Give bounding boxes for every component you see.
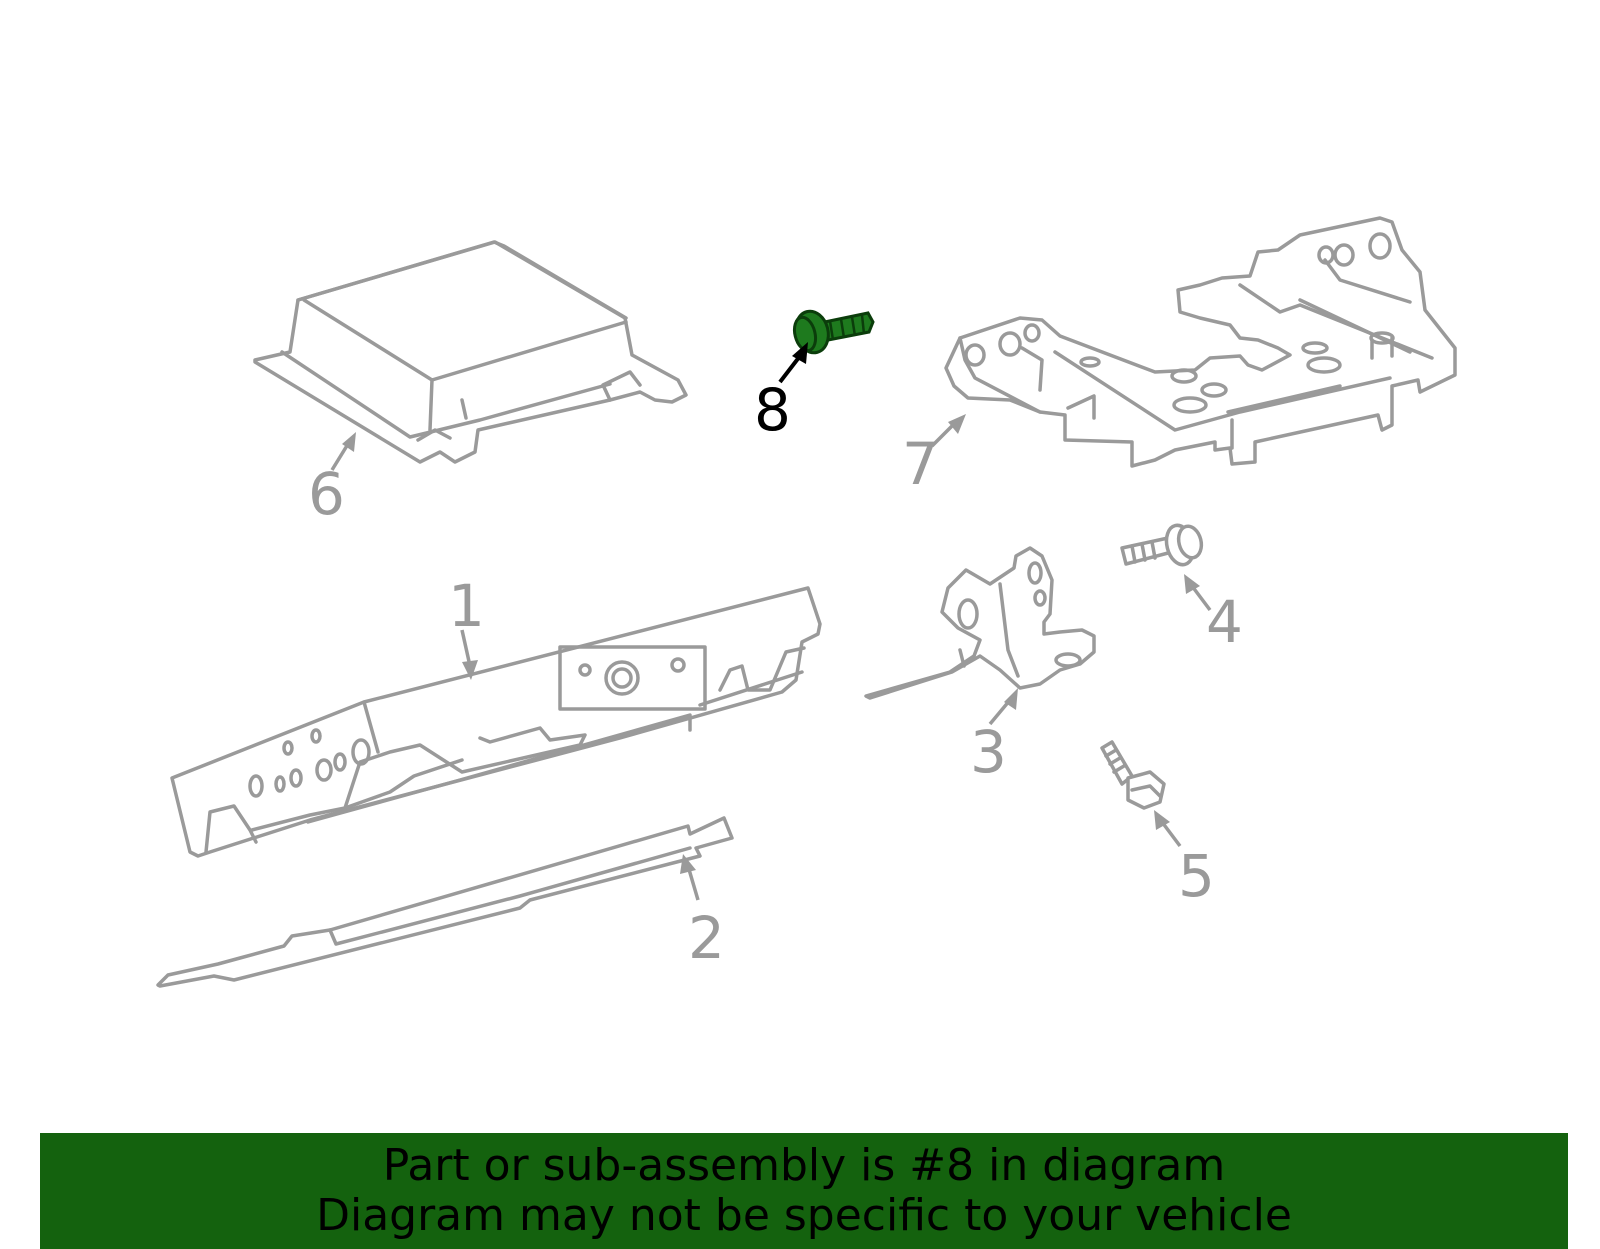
- callout-5-label: 5: [1178, 842, 1215, 910]
- part-2-trim-strip[interactable]: [156, 816, 734, 988]
- callout-7-label: 7: [902, 430, 939, 498]
- callout-6-label: 6: [308, 460, 345, 528]
- callout-3-label: 3: [970, 718, 1007, 786]
- callout-6: 6: [308, 432, 356, 528]
- part-6-control-module[interactable]: [253, 240, 688, 464]
- callout-1-label: 1: [448, 572, 485, 640]
- info-banner: Part or sub-assembly is #8 in diagram Di…: [40, 1133, 1568, 1249]
- callout-3: 3: [970, 688, 1018, 786]
- callout-2: 2: [680, 854, 725, 972]
- part-8-bolt-highlighted[interactable]: [791, 308, 875, 356]
- callout-4: 4: [1184, 574, 1243, 656]
- callout-8-label: 8: [754, 376, 791, 444]
- part-7-bracket[interactable]: [944, 216, 1457, 468]
- part-4-bolt[interactable]: [1120, 522, 1205, 567]
- part-1-airbag-module[interactable]: [170, 586, 822, 858]
- part-5-bolt[interactable]: [1100, 740, 1166, 810]
- callout-8-highlighted: 8: [754, 342, 808, 444]
- callout-7: 7: [902, 414, 966, 498]
- callout-1: 1: [448, 572, 485, 680]
- banner-line-2: Diagram may not be specific to your vehi…: [316, 1190, 1292, 1241]
- callout-5: 5: [1154, 810, 1215, 910]
- banner-line-1: Part or sub-assembly is #8 in diagram: [382, 1140, 1226, 1191]
- part-3-bracket[interactable]: [864, 546, 1096, 700]
- callout-4-label: 4: [1206, 588, 1243, 656]
- callout-2-label: 2: [688, 904, 725, 972]
